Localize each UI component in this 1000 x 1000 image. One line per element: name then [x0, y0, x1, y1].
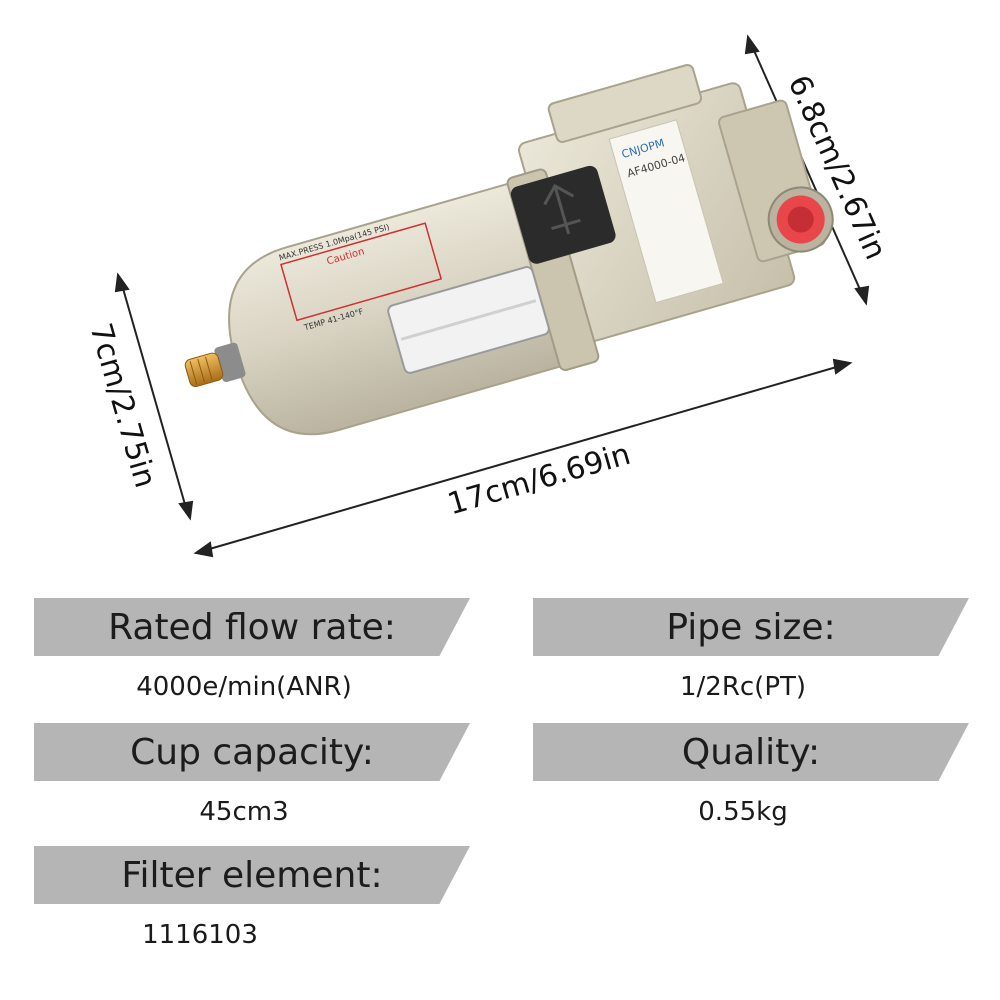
- product-illustration: Caution MAX.PRESS 1.0Mpa(145 PSI) TEMP 4…: [114, 34, 870, 558]
- spec-value-cup-capacity: 45cm3: [199, 797, 289, 827]
- depth-dimension-arrow: [744, 34, 870, 306]
- spec-header-cup-capacity: Cup capacity:: [34, 723, 470, 781]
- spec-value-rated-flow-rate: 4000e/min(ANR): [136, 672, 352, 702]
- spec-header-quality: Quality:: [533, 723, 969, 781]
- drain-valve: [184, 342, 246, 388]
- filter-head: [518, 63, 826, 346]
- spec-header-filter-element: Filter element:: [34, 846, 470, 904]
- spec-header-rated-flow-rate: Rated flow rate:: [34, 598, 470, 656]
- spec-value-filter-element: 1116103: [142, 920, 258, 950]
- spec-header-pipe-size: Pipe size:: [533, 598, 969, 656]
- length-dimension-arrow: [193, 358, 853, 558]
- spec-value-quality: 0.55kg: [698, 797, 788, 827]
- spec-value-pipe-size: 1/2Rc(PT): [679, 672, 807, 702]
- height-dimension-arrow: [114, 272, 194, 521]
- outlet-port: [767, 186, 834, 253]
- bowl-lock-lever: [510, 165, 616, 264]
